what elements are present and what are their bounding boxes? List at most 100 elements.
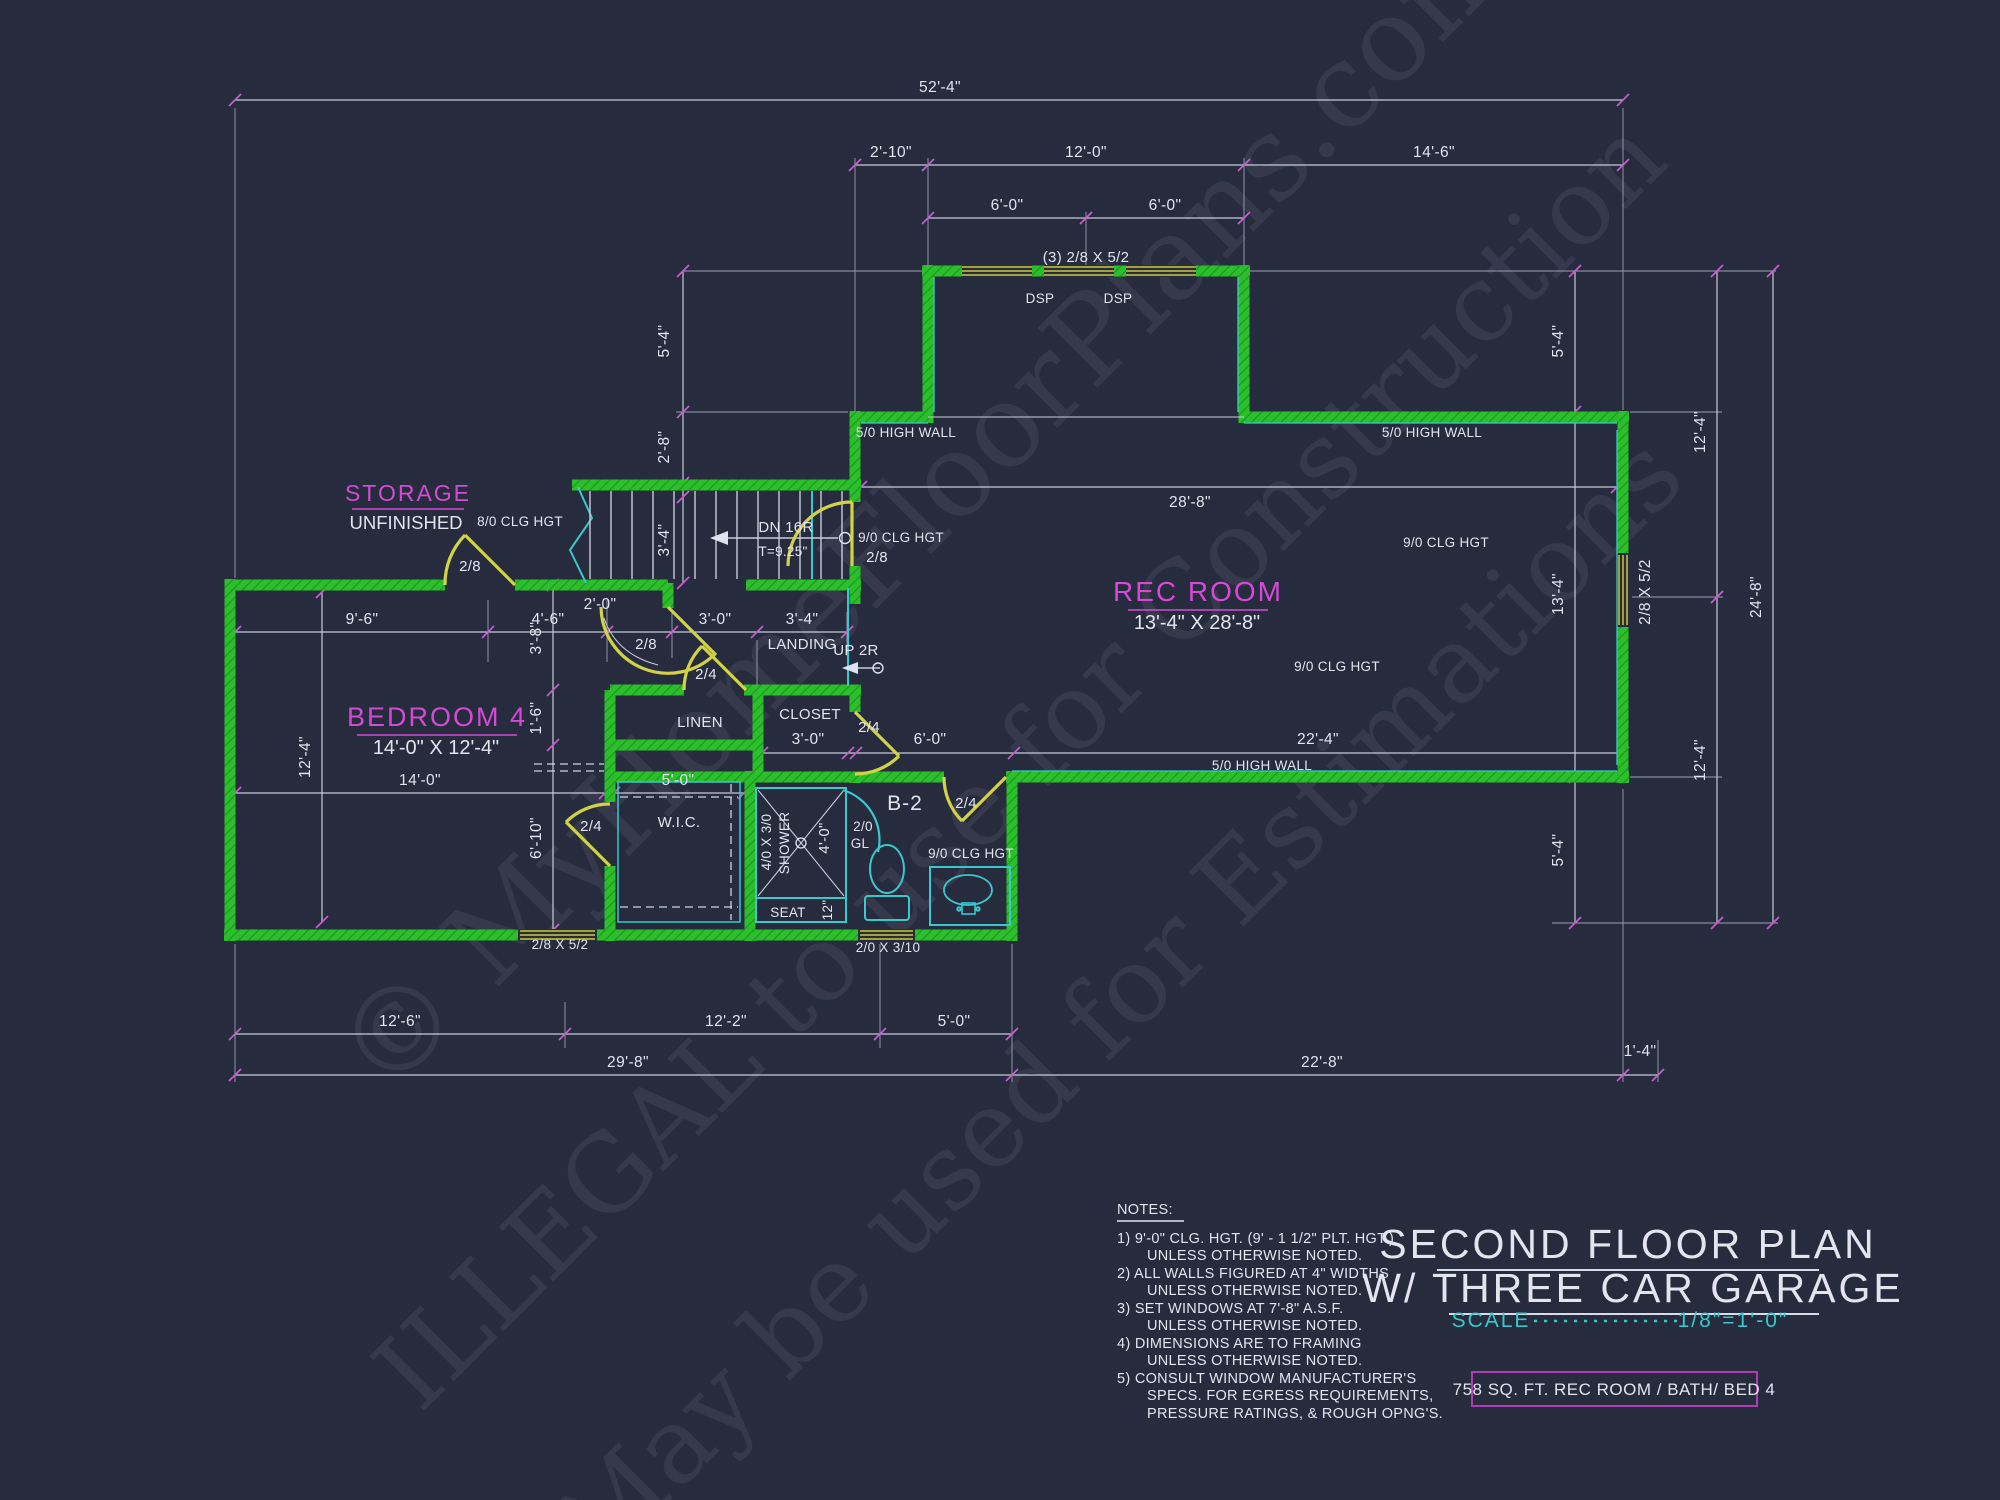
up-arrowhead [842, 662, 858, 674]
high-wall-note: 5/0 HIGH WALL [1212, 758, 1312, 773]
dim: 2'-10" [870, 144, 912, 161]
wic-door [564, 802, 612, 868]
high-wall-note: 5/0 HIGH WALL [1382, 425, 1482, 440]
closet-door [853, 710, 901, 776]
area-summary-text: 758 SQ. FT. REC ROOM / BATH/ BED 4 [1453, 1380, 1776, 1399]
windows [518, 265, 1629, 941]
shower-label: SHOWER [777, 812, 792, 875]
room-labels: STORAGE UNFINISHED BEDROOM 4 14'-0" X 12… [345, 480, 1281, 759]
window-label: 2/8 X 5/2 [532, 937, 589, 952]
ceiling-note: 9/0 CLG HGT [1403, 535, 1489, 550]
shower-glass-door [842, 788, 881, 853]
dim: 4'-6" [532, 611, 565, 628]
dim: 12'-4" [1692, 739, 1709, 781]
dim: 5'-4" [656, 325, 673, 358]
stair-down-label: DN 16R [758, 519, 813, 536]
wic-outline [617, 781, 741, 923]
stair-down-arrowhead [710, 531, 728, 545]
rec-room-size: 13'-4" X 28'-8" [1134, 612, 1260, 634]
ceiling-note: 9/0 CLG HGT [1294, 659, 1380, 674]
door-size: 2/4 [695, 666, 717, 683]
dim: 2'-0" [584, 596, 617, 613]
note-line: PRESSURE RATINGS, & ROUGH OPNG'S. [1147, 1406, 1443, 1422]
dim: 12'-4" [1692, 411, 1709, 453]
seat-depth: 12" [820, 900, 835, 921]
sink [943, 874, 993, 906]
storage-status: UNFINISHED [349, 512, 462, 533]
faucet [961, 902, 976, 915]
bedroom4-size: 14'-0" X 12'-4" [373, 737, 499, 759]
title-block: SECOND FLOOR PLAN W/ THREE CAR GARAGE SC… [1362, 1221, 1901, 1407]
faucet-handle [975, 906, 981, 912]
note-line: 4) DIMENSIONS ARE TO FRAMING [1117, 1336, 1362, 1352]
note-line: 2) ALL WALLS FIGURED AT 4" WIDTHS [1117, 1266, 1389, 1282]
dim: 3'-0" [792, 731, 825, 748]
storage-door [443, 533, 517, 587]
dsp-post-label: DSP [1026, 291, 1055, 306]
dim: 14'-6" [1413, 144, 1455, 161]
sheet-title-line-1: SECOND FLOOR PLAN [1379, 1221, 1877, 1267]
dim: 12'-2" [705, 1013, 747, 1030]
vanity [929, 866, 1011, 926]
note-line: SPECS. FOR EGRESS REQUIREMENTS, [1147, 1388, 1433, 1404]
dim: 9'-6" [346, 611, 379, 628]
door-size: 2/4 [580, 818, 602, 835]
door-size: 2/0 [853, 819, 873, 834]
shower-size: 4/0 X 3/0 [759, 814, 774, 871]
watermark-line-1: © MyHomeFloorPlans.com [310, 0, 1537, 1119]
dim: 6'-0" [914, 731, 947, 748]
toilet-tank [864, 895, 910, 921]
scale-label: SCALE [1452, 1309, 1531, 1332]
stair-tread-label: T=9.25" [758, 544, 807, 559]
room-label-bedroom4: BEDROOM 4 [347, 702, 527, 732]
area-summary-box [1471, 1371, 1758, 1407]
dim: 12'-4" [297, 736, 314, 778]
shower-width: 4'-0" [816, 822, 833, 853]
faucet-handle [956, 906, 962, 912]
dim: 22'-4" [1297, 731, 1339, 748]
dim: 5'-0" [662, 772, 695, 789]
window-size-label: 2/8 X 5/2 [1637, 559, 1654, 625]
glass-door-note: GL [851, 836, 870, 851]
ceiling-note: 8/0 CLG HGT [477, 514, 563, 529]
door-size: 2/8 [635, 636, 657, 653]
window-label: 2/0 X 3/10 [856, 940, 921, 955]
seat-label: SEAT [770, 905, 805, 920]
note-line: 1) 9'-0" CLG. HGT. (9' - 1 1/2" PLT. HGT… [1117, 1231, 1394, 1247]
dashed-lines [534, 763, 738, 920]
dim: 13'-4" [1550, 573, 1567, 615]
dim: 3'-4" [786, 611, 819, 628]
dim: 24'-8" [1748, 576, 1765, 618]
dim: 6'-10" [528, 817, 545, 859]
note-line: UNLESS OTHERWISE NOTED. [1147, 1248, 1362, 1264]
fixture-details [603, 416, 1244, 897]
dimension-lines [235, 99, 1774, 1076]
dim: 6'-0" [1149, 197, 1182, 214]
shower-drain [795, 837, 807, 849]
stair-up-label: UP 2R [833, 642, 878, 659]
high-wall-note: 5/0 HIGH WALL [856, 425, 956, 440]
door-size: 2/4 [858, 719, 880, 736]
door-dim-leader [603, 617, 659, 666]
scale-value: 1/8"=1'-0" [1678, 1309, 1789, 1332]
toilet-bowl [869, 844, 905, 894]
shower-seat [755, 897, 847, 923]
dim: 28'-8" [1169, 494, 1211, 511]
note-line: UNLESS OTHERWISE NOTED. [1147, 1353, 1362, 1369]
stair-landing-door [786, 500, 854, 567]
up-arrow-origin [872, 662, 884, 674]
note-line: 3) SET WINDOWS AT 7'-8" A.S.F. [1117, 1301, 1343, 1317]
ceiling-note: 9/0 CLG HGT [858, 530, 944, 545]
dim: 3'-0" [699, 611, 732, 628]
dim: 3'-4" [656, 524, 673, 557]
dim: 29'-8" [607, 1054, 649, 1071]
door-size: 2/8 [866, 549, 888, 566]
room-label-closet: CLOSET [779, 706, 841, 723]
cyan-details [568, 277, 1618, 926]
ceiling-note: 9/0 CLG HGT [928, 846, 1014, 861]
dsp-post-label: DSP [1104, 291, 1133, 306]
room-label-linen: LINEN [677, 714, 723, 731]
landing-label: LANDING [768, 636, 837, 653]
room-label-bath: B-2 [887, 792, 923, 815]
